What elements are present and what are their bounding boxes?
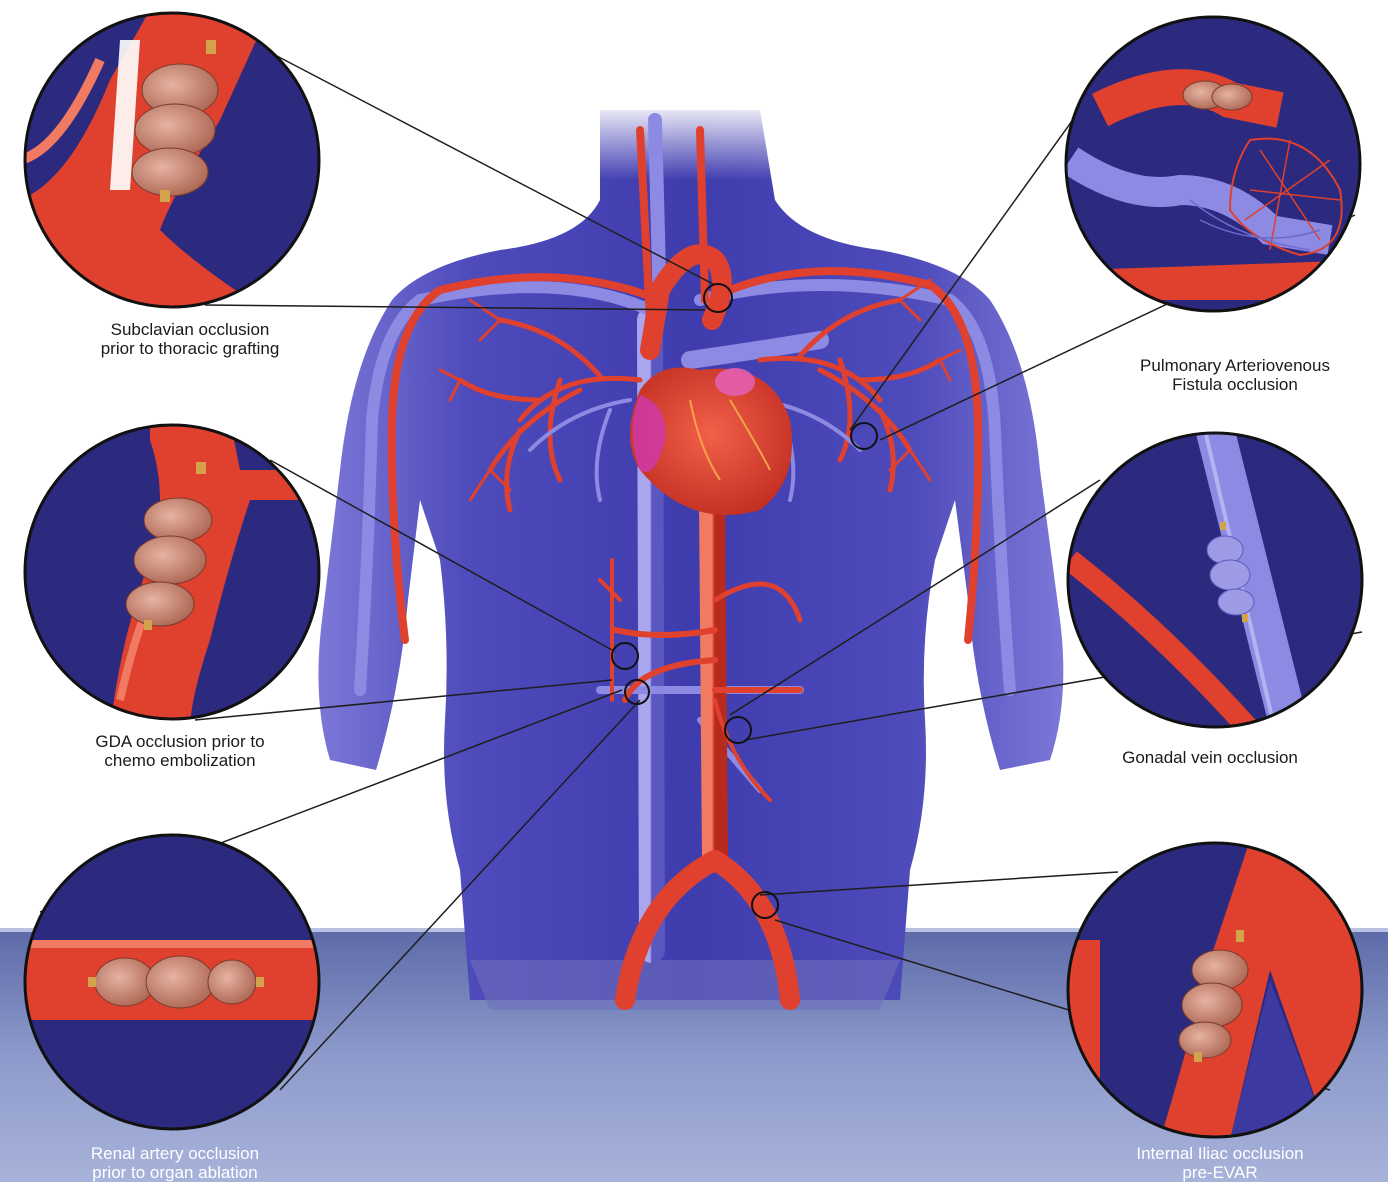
caption-line: Subclavian occlusion [40, 320, 340, 339]
caption-line: Fistula occlusion [1100, 375, 1370, 394]
caption-line: Internal Iliac occlusion [1070, 1144, 1370, 1163]
inset-subclavian [20, 10, 330, 330]
caption-line: pre-EVAR [1070, 1163, 1370, 1182]
caption-gda-occlusion: GDA occlusion prior to chemo embolizatio… [30, 732, 330, 770]
caption-gonadal-vein-occlusion: Gonadal vein occlusion [1060, 748, 1360, 767]
inset-pulmonary [1060, 10, 1370, 320]
caption-renal-artery-occlusion: Renal artery occlusion prior to organ ab… [20, 1144, 330, 1182]
caption-subclavian-occlusion: Subclavian occlusion prior to thoracic g… [40, 320, 340, 358]
caption-line: GDA occlusion prior to [30, 732, 330, 751]
caption-internal-iliac-occlusion: Internal Iliac occlusion pre-EVAR [1070, 1144, 1370, 1182]
caption-pulmonary-av-fistula: Pulmonary Arteriovenous Fistula occlusio… [1100, 356, 1370, 394]
inset-gda [20, 420, 330, 730]
inset-gonadal [1060, 430, 1370, 740]
caption-line: prior to organ ablation [20, 1163, 330, 1182]
caption-line: chemo embolization [30, 751, 330, 770]
caption-line: Pulmonary Arteriovenous [1100, 356, 1370, 375]
caption-line: Renal artery occlusion [20, 1144, 330, 1163]
caption-line: prior to thoracic grafting [40, 339, 340, 358]
caption-line: Gonadal vein occlusion [1060, 748, 1360, 767]
